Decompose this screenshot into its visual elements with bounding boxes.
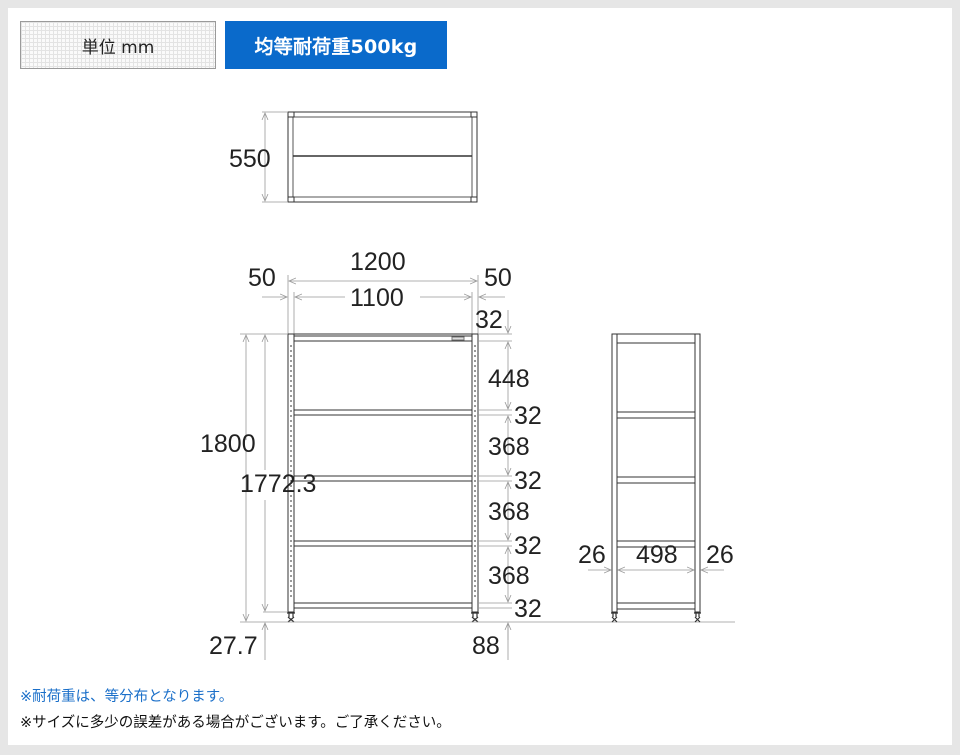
- height-dimension-lines: [240, 310, 735, 660]
- size-tolerance-note: ※サイズに多少の誤差がある場合がございます。ご了承ください。: [20, 715, 451, 731]
- left-post-width-label: 50: [248, 264, 276, 292]
- depth-dimension-line: [262, 111, 288, 203]
- bottom-clearance-label: 88: [472, 632, 500, 660]
- foot-height-label: 27.7: [209, 632, 258, 660]
- inner-width-label: 1100: [350, 284, 404, 312]
- right-post-width-label: 50: [484, 264, 512, 292]
- unit-label: 単位 mm: [20, 21, 216, 69]
- top-view: [287, 111, 478, 203]
- vdim-shelf-5: 32: [514, 595, 542, 623]
- vdim-shelf-3: 32: [514, 467, 542, 495]
- side-inner-depth-label: 498: [636, 541, 678, 569]
- vdim-shelf-4: 32: [514, 532, 542, 560]
- side-view: [611, 333, 701, 623]
- vdim-shelf-2: 32: [514, 402, 542, 430]
- overall-width-label: 1200: [350, 248, 406, 276]
- side-left-offset-label: 26: [578, 541, 606, 569]
- width-dimension-lines: [262, 275, 505, 334]
- post-slots: [290, 345, 476, 600]
- vdim-gap-4: 368: [488, 562, 530, 590]
- front-view: [287, 333, 479, 623]
- post-height-label: 1772.3: [240, 470, 316, 498]
- depth-label: 550: [229, 145, 271, 173]
- side-right-offset-label: 26: [706, 541, 734, 569]
- load-distribution-note: ※耐荷重は、等分布となります。: [20, 689, 234, 705]
- vdim-gap-1: 448: [488, 365, 530, 393]
- vdim-top-shelf: 32: [475, 306, 503, 334]
- overall-height-label: 1800: [200, 430, 256, 458]
- vdim-gap-3: 368: [488, 498, 530, 526]
- load-capacity-badge: 均等耐荷重500kg: [225, 21, 447, 69]
- vdim-gap-2: 368: [488, 433, 530, 461]
